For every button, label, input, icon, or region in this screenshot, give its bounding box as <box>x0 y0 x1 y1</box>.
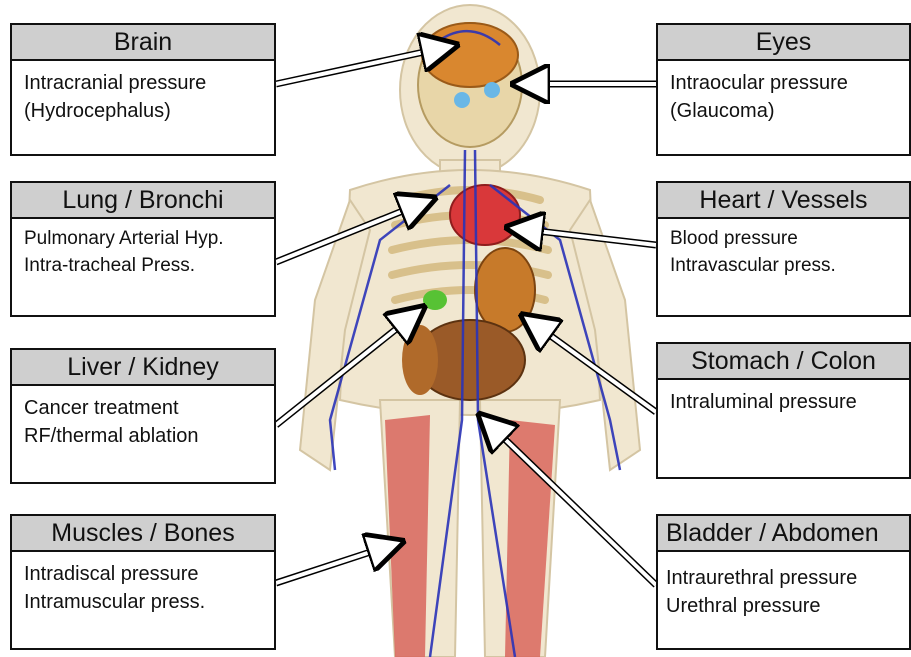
label-box-muscles-bones: Muscles / Bones Intradiscal pressure Int… <box>10 514 276 650</box>
label-line: Intravascular press. <box>670 252 899 279</box>
label-line: Blood pressure <box>670 225 899 252</box>
label-line: Urethral pressure <box>666 592 899 620</box>
label-line: Intra-tracheal Press. <box>24 252 264 279</box>
label-box-stomach-colon: Stomach / Colon Intraluminal pressure <box>656 342 911 479</box>
label-line: Intracranial pressure <box>24 69 264 97</box>
label-title: Stomach / Colon <box>658 344 909 380</box>
label-box-heart-vessels: Heart / Vessels Blood pressure Intravasc… <box>656 181 911 317</box>
label-box-brain: Brain Intracranial pressure (Hydrocephal… <box>10 23 276 156</box>
label-box-liver-kidney: Liver / Kidney Cancer treatment RF/therm… <box>10 348 276 484</box>
label-line: Intramuscular press. <box>24 588 264 616</box>
label-line: Intradiscal pressure <box>24 560 264 588</box>
label-title: Bladder / Abdomen <box>658 516 909 552</box>
label-box-lung-bronchi: Lung / Bronchi Pulmonary Arterial Hyp. I… <box>10 181 276 317</box>
label-line: Cancer treatment <box>24 394 264 422</box>
label-line: Intraluminal pressure <box>670 388 899 416</box>
thigh-muscles <box>385 415 555 657</box>
label-line: RF/thermal ablation <box>24 422 264 450</box>
label-line: Intraurethral pressure <box>666 564 899 592</box>
label-title: Brain <box>12 25 274 61</box>
label-title: Liver / Kidney <box>12 350 274 386</box>
label-line: Intraocular pressure <box>670 69 899 97</box>
label-line: Pulmonary Arterial Hyp. <box>24 225 264 252</box>
label-box-eyes: Eyes Intraocular pressure (Glaucoma) <box>656 23 911 156</box>
skull <box>418 23 522 147</box>
label-line: (Glaucoma) <box>670 97 899 125</box>
label-title: Muscles / Bones <box>12 516 274 552</box>
label-title: Eyes <box>658 25 909 61</box>
label-title: Heart / Vessels <box>658 183 909 219</box>
label-box-bladder-abdomen: Bladder / Abdomen Intraurethral pressure… <box>656 514 911 650</box>
label-line: (Hydrocephalus) <box>24 97 264 125</box>
label-title: Lung / Bronchi <box>12 183 274 219</box>
